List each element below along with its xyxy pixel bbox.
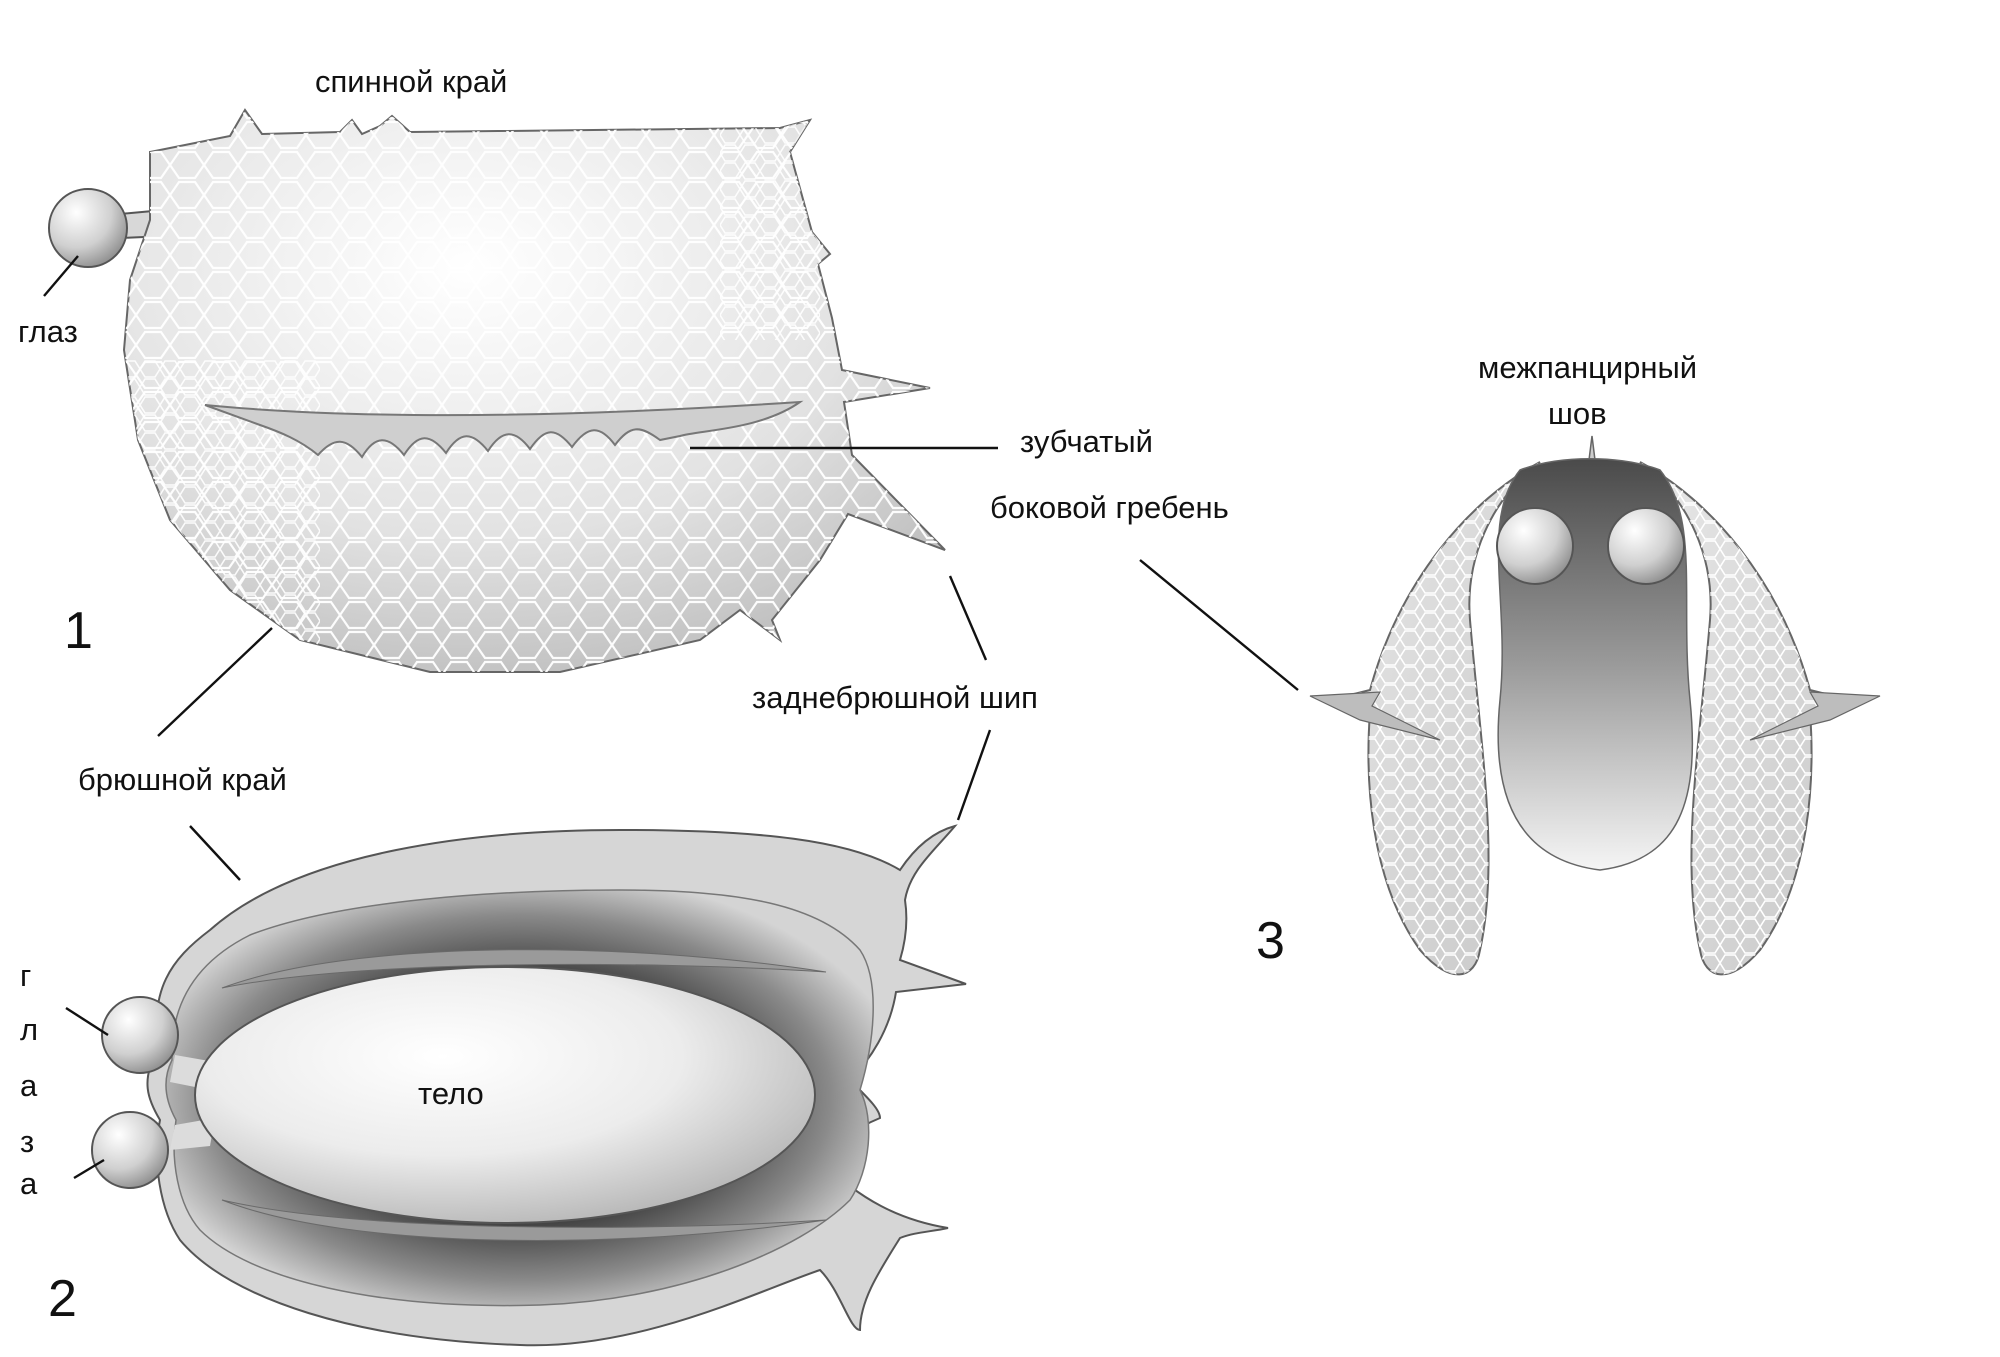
leader-spine-fig1 xyxy=(948,575,988,661)
eye-icon xyxy=(101,996,179,1074)
label-eyes-letter-2: л xyxy=(20,1012,38,1047)
figure-number-3: 3 xyxy=(1256,912,1285,970)
label-suture-line2: шов xyxy=(1548,396,1607,431)
toothed-lateral-ridge xyxy=(204,400,804,459)
label-dorsal-margin: спинной край xyxy=(315,64,507,99)
leader-spine-fig2 xyxy=(956,729,992,821)
figure-2-ventral-view xyxy=(91,824,967,1347)
label-eyes-letter-3: а xyxy=(20,1068,38,1103)
body-ellipse xyxy=(194,966,816,1224)
leader-ventral-margin-fig1 xyxy=(157,627,273,737)
figure-number-2: 2 xyxy=(48,1270,77,1328)
label-eyes-letter-4: з xyxy=(20,1124,34,1159)
figure-1-lateral-view xyxy=(48,108,946,673)
label-ventral-margin: брюшной край xyxy=(78,762,287,797)
leader-eye-upper xyxy=(65,1006,109,1037)
label-suture-line1: межпанцирный xyxy=(1478,350,1697,385)
label-eye: глаз xyxy=(18,314,78,349)
leader-eye xyxy=(43,255,79,297)
label-body: тело xyxy=(418,1076,484,1111)
label-toothed-ridge-line1: зубчатый xyxy=(1020,424,1153,459)
labels: спинной край глаз зубчатый боковой гребе… xyxy=(18,64,1697,1328)
label-posteroventral-spine: заднебрюшной шип xyxy=(752,680,1038,715)
upper-ridge xyxy=(221,949,827,989)
leader-lateral-spine-fig3 xyxy=(1139,559,1299,691)
label-toothed-ridge-line2: боковой гребень xyxy=(990,490,1229,525)
figure-3-frontal-view xyxy=(1309,435,1881,976)
leader-ventral-margin-fig2 xyxy=(189,825,241,881)
left-lateral-spine xyxy=(1309,691,1441,741)
eye-icon xyxy=(91,1111,169,1189)
eye-icon xyxy=(48,188,128,268)
leader-eye-lower xyxy=(73,1158,105,1180)
lower-ridge xyxy=(221,1199,827,1241)
eye-icon xyxy=(1607,507,1685,585)
label-eyes-letter-1: г xyxy=(20,958,31,993)
right-lateral-spine xyxy=(1749,691,1881,741)
label-eyes-letter-5: а xyxy=(20,1166,38,1201)
figure-number-1: 1 xyxy=(64,602,93,660)
eye-icon xyxy=(1496,507,1574,585)
leader-lines xyxy=(43,255,1299,1180)
